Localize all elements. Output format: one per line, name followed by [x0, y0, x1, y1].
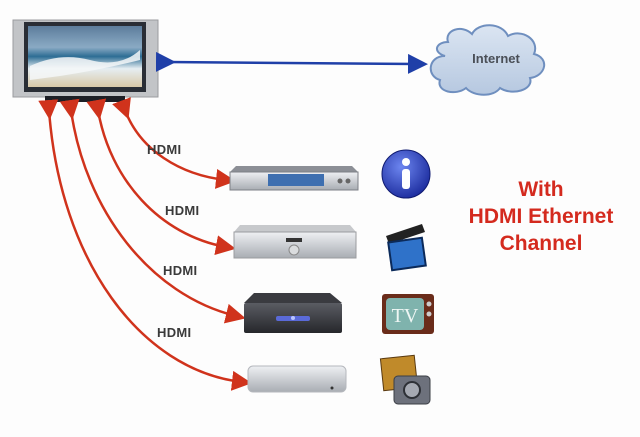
receiver-device — [233, 225, 357, 259]
internet-cloud — [429, 24, 545, 96]
photo-camera-icon — [379, 354, 431, 405]
network-link-arrow — [155, 51, 428, 74]
hdmi-arrow-2 — [86, 98, 236, 256]
info-icon — [381, 149, 431, 199]
hdmi-label-4: HDMI — [157, 325, 192, 340]
retro-tv-icon: TV — [382, 294, 434, 334]
hdmi-arrow-4 — [38, 99, 252, 391]
hec-title-line-3: Channel — [499, 232, 583, 255]
hec-title: With HDMI Ethernet Channel — [448, 176, 634, 257]
clapperboard-icon — [386, 224, 427, 272]
apple-tv-device — [247, 365, 347, 393]
hec-title-line-2: HDMI Ethernet — [468, 205, 614, 228]
internet-label: Internet — [472, 51, 520, 66]
hdmi-label-1: HDMI — [147, 142, 182, 157]
dvd-player-device — [229, 166, 359, 191]
hdmi-label-2: HDMI — [165, 203, 200, 218]
media-box-device — [244, 293, 342, 333]
hec-title-line-1: With — [518, 178, 564, 201]
tv-device — [12, 19, 159, 102]
svg-text:TV: TV — [392, 305, 419, 327]
hdmi-label-3: HDMI — [163, 263, 198, 278]
